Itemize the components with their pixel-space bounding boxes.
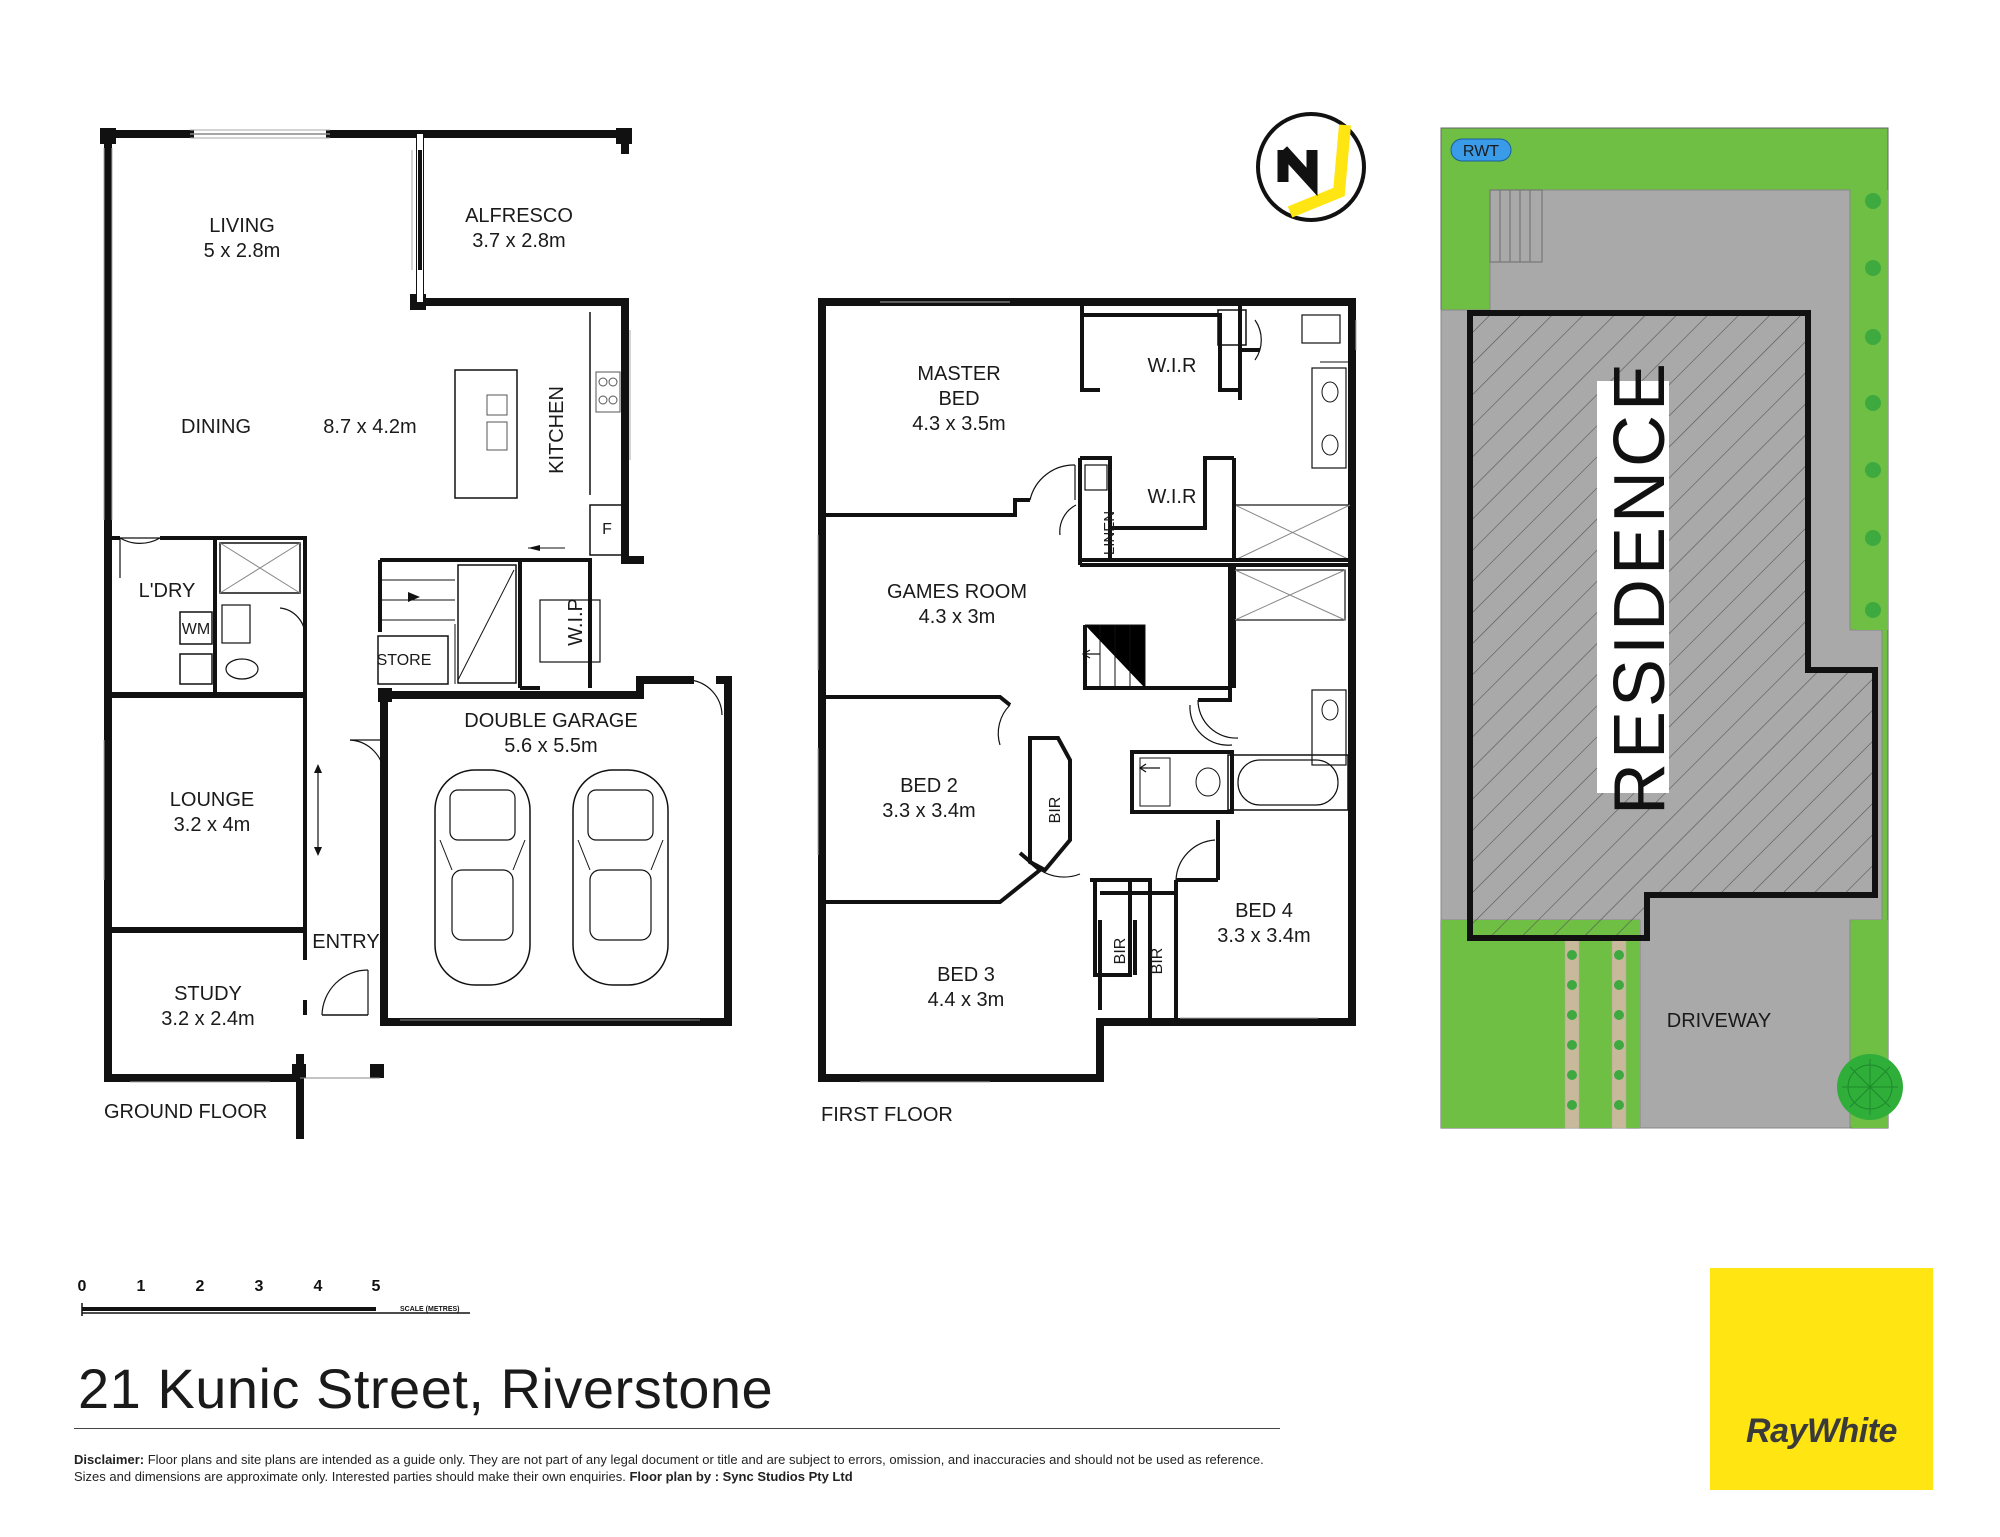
disclaimer: Disclaimer: Floor plans and site plans a…: [74, 1451, 1294, 1485]
disclaimer-credit: Floor plan by : Sync Studios Pty Ltd: [629, 1469, 853, 1484]
disclaimer-body: Floor plans and site plans are intended …: [74, 1452, 1264, 1484]
garage-dims: 5.6 x 5.5m: [504, 735, 597, 757]
living-label: LIVING: [209, 215, 275, 237]
scale-tick-4: 4: [314, 1278, 323, 1295]
master-dims: 4.3 x 3.5m: [912, 413, 1005, 435]
first-floor-labels: MASTER BED 4.3 x 3.5m W.I.R W.I.R LINEN …: [821, 355, 1311, 1126]
car-1-icon: [434, 769, 531, 986]
scale-tick-1: 1: [137, 1278, 146, 1295]
ground-floor-labels: LIVING 5 x 2.8m ALFRESCO 3.7 x 2.8m DINI…: [104, 205, 638, 1123]
wir1-label: W.I.R: [1148, 355, 1197, 377]
master-label-1: MASTER: [917, 363, 1000, 385]
master-label-2: BED: [938, 388, 979, 410]
site-labels: RWT RESIDENCE DRIVEWAY: [1463, 143, 1771, 1032]
bir2-label: BIR: [1112, 938, 1129, 965]
games-dims: 4.3 x 3m: [919, 606, 996, 628]
wir2-label: W.I.R: [1148, 486, 1197, 508]
study-label: STUDY: [174, 983, 242, 1005]
fridge-label: F: [602, 521, 612, 538]
garage-label: DOUBLE GARAGE: [464, 710, 637, 732]
bed3-dims: 4.4 x 3m: [928, 989, 1005, 1011]
linen-label: LINEN: [1101, 511, 1118, 555]
rwt-label: RWT: [1463, 143, 1499, 160]
raywhite-logo-text: RayWhite: [1746, 1412, 1897, 1450]
ground-floor-plan: [100, 128, 732, 1139]
living-dims: 5 x 2.8m: [204, 240, 281, 262]
tree-icon: [1837, 1054, 1903, 1120]
scale-tick-2: 2: [196, 1278, 205, 1295]
ground-floor-label: GROUND FLOOR: [104, 1101, 267, 1123]
alfresco-label: ALFRESCO: [465, 205, 573, 227]
bir1-label: BIR: [1047, 797, 1064, 824]
scale-tick-0: 0: [78, 1278, 87, 1295]
north-compass-icon: [1256, 112, 1366, 222]
games-label: GAMES ROOM: [887, 581, 1027, 603]
scale-bar: 0 1 2 3 4 5 SCALE (METRES): [78, 1278, 470, 1316]
dining-label: DINING: [181, 416, 251, 438]
dining-dims: 8.7 x 4.2m: [323, 416, 416, 438]
car-2-icon: [572, 769, 669, 986]
property-address: 21 Kunic Street, Riverstone: [78, 1357, 774, 1420]
bir3-label: BIR: [1149, 948, 1166, 975]
bed2-label: BED 2: [900, 775, 958, 797]
scale-caption: SCALE (METRES): [400, 1306, 460, 1313]
entry-label: ENTRY: [312, 931, 379, 953]
alfresco-dims: 3.7 x 2.8m: [472, 230, 565, 252]
site-plan: [1440, 127, 1903, 1129]
lounge-label: LOUNGE: [170, 789, 254, 811]
driveway-label: DRIVEWAY: [1667, 1010, 1771, 1032]
residence-label: RESIDENCE: [1600, 359, 1680, 815]
raywhite-logo: RayWhite: [1710, 1268, 1933, 1490]
first-floor-plan: [817, 298, 1357, 1083]
first-floor-label: FIRST FLOOR: [821, 1104, 953, 1126]
wm-label: WM: [182, 621, 210, 638]
disclaimer-heading: Disclaimer:: [74, 1452, 145, 1467]
bed2-dims: 3.3 x 3.4m: [882, 800, 975, 822]
kitchen-label: KITCHEN: [546, 386, 568, 474]
bed4-dims: 3.3 x 3.4m: [1217, 925, 1310, 947]
wip-label: W.I.P: [565, 598, 587, 646]
store-label: STORE: [377, 652, 432, 669]
bed3-label: BED 3: [937, 964, 995, 986]
lounge-dims: 3.2 x 4m: [174, 814, 251, 836]
scale-tick-5: 5: [372, 1278, 381, 1295]
study-dims: 3.2 x 2.4m: [161, 1008, 254, 1030]
scale-tick-3: 3: [255, 1278, 264, 1295]
bed4-label: BED 4: [1235, 900, 1293, 922]
laundry-label: L'DRY: [139, 580, 196, 602]
address-divider: [74, 1428, 1280, 1429]
